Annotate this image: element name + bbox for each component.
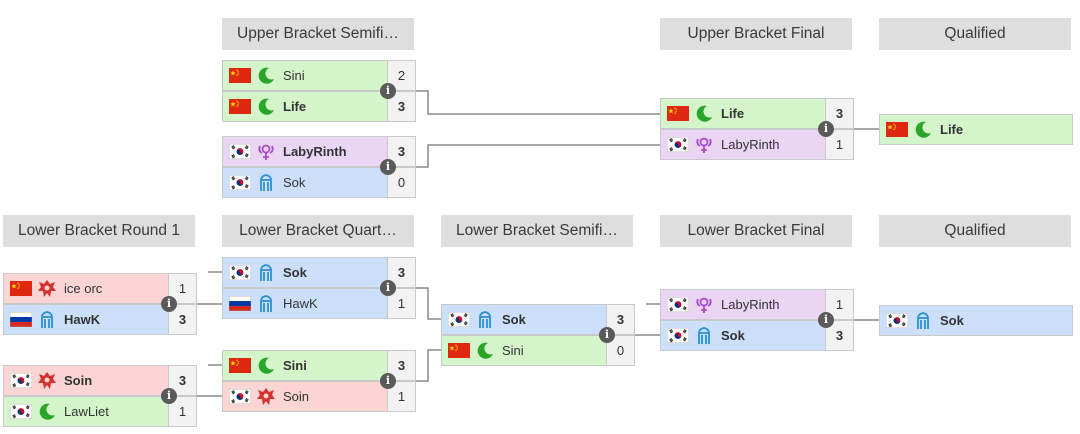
zerg-moon-icon (256, 66, 276, 86)
match-ub-final[interactable]: Life 3 LabyRinth 1 i (660, 98, 854, 161)
player-name: Sok (502, 312, 526, 327)
qualified-slot-upper[interactable]: Life (879, 114, 1073, 145)
protoss-icon (256, 294, 276, 314)
player-name: HawK (64, 312, 101, 327)
match-slot[interactable]: Sok 3 (222, 257, 416, 288)
player-name: Soin (283, 389, 310, 404)
player-name: LabyRinth (721, 137, 780, 152)
player-name: HawK (283, 296, 318, 311)
player-name: LabyRinth (283, 144, 347, 159)
player-name: LawLiet (64, 404, 109, 419)
zerg-moon-icon (475, 341, 495, 361)
match-info-icon[interactable]: i (380, 280, 396, 296)
player-name: Life (721, 106, 745, 121)
russia-flag-icon (229, 296, 251, 311)
player-name: Sok (940, 313, 964, 328)
header-lower-bracket-final: Lower Bracket Final (660, 215, 852, 247)
match-slot[interactable]: HawK 1 (222, 288, 416, 319)
match-lb-r1-1[interactable]: ice orc 1 HawK 3 i (3, 273, 197, 336)
zerg-claw-icon (37, 371, 57, 391)
match-lb-qf-2[interactable]: Sini 3 Soin 1 i (222, 350, 416, 413)
match-lb-qf-1[interactable]: Sok 3 HawK 1 i (222, 257, 416, 320)
korea-flag-icon (667, 297, 689, 312)
header-lower-bracket-quarterfinals: Lower Bracket Quart… (222, 215, 414, 247)
korea-flag-icon (10, 373, 32, 388)
korea-flag-icon (229, 389, 251, 404)
player-score: 3 (606, 304, 634, 335)
match-lb-final[interactable]: LabyRinth 1 Sok 3 i (660, 289, 854, 352)
player-name: Sini (283, 358, 307, 373)
china-flag-icon (229, 68, 251, 83)
header-qualified-upper: Qualified (879, 18, 1071, 50)
zerg-moon-icon (694, 104, 714, 124)
header-lower-bracket-round-1: Lower Bracket Round 1 (3, 215, 195, 247)
zerg-claw-icon (37, 279, 57, 299)
player-name: Soin (64, 373, 93, 388)
player-name: ice orc (64, 281, 103, 296)
match-info-icon[interactable]: i (380, 159, 396, 175)
protoss-icon (475, 310, 495, 330)
russia-flag-icon (10, 312, 32, 327)
player-score: 3 (825, 320, 853, 351)
terran-icon (694, 295, 714, 315)
china-flag-icon (448, 343, 470, 358)
terran-icon (256, 142, 276, 162)
player-score: 1 (168, 396, 196, 427)
header-upper-bracket-semifinals: Upper Bracket Semifi… (222, 18, 414, 50)
protoss-icon (913, 311, 933, 331)
header-qualified-lower: Qualified (879, 215, 1071, 247)
player-name: LabyRinth (721, 297, 780, 312)
player-name: Life (940, 122, 964, 137)
player-name: Life (283, 99, 307, 114)
zerg-moon-icon (256, 97, 276, 117)
korea-flag-icon (448, 312, 470, 327)
protoss-icon (37, 310, 57, 330)
china-flag-icon (10, 281, 32, 296)
korea-flag-icon (10, 404, 32, 419)
match-info-icon[interactable]: i (599, 327, 615, 343)
match-ub-semi-2[interactable]: LabyRinth 3 Sok 0 i (222, 136, 416, 199)
match-lb-r1-2[interactable]: Soin 3 LawLiet 1 i (3, 365, 197, 428)
player-score: 3 (387, 257, 415, 288)
china-flag-icon (229, 99, 251, 114)
match-lb-semi[interactable]: Sok 3 Sini 0 i (441, 304, 635, 367)
china-flag-icon (886, 122, 908, 137)
korea-flag-icon (229, 175, 251, 190)
korea-flag-icon (667, 137, 689, 152)
zerg-claw-icon (256, 387, 276, 407)
match-info-icon[interactable]: i (380, 83, 396, 99)
match-slot[interactable]: Sini 3 (222, 350, 416, 381)
player-name: Sok (283, 265, 307, 280)
korea-flag-icon (667, 328, 689, 343)
qualified-slot-lower[interactable]: Sok (879, 305, 1073, 336)
zerg-moon-icon (256, 356, 276, 376)
player-name: Sok (721, 328, 745, 343)
match-slot[interactable]: LabyRinth 3 (222, 136, 416, 167)
match-info-icon[interactable]: i (380, 373, 396, 389)
terran-icon (694, 135, 714, 155)
player-name: Sini (502, 343, 524, 358)
player-score: 3 (387, 350, 415, 381)
header-lower-bracket-semifinals: Lower Bracket Semifi… (441, 215, 633, 247)
korea-flag-icon (229, 265, 251, 280)
match-info-icon[interactable]: i (818, 312, 834, 328)
match-ub-semi-1[interactable]: Sini 2 Life 3 i (222, 60, 416, 123)
match-info-icon[interactable]: i (818, 121, 834, 137)
protoss-icon (256, 173, 276, 193)
match-info-icon[interactable]: i (161, 388, 177, 404)
match-slot[interactable]: LabyRinth 1 (660, 129, 854, 160)
match-info-icon[interactable]: i (161, 296, 177, 312)
zerg-moon-icon (37, 402, 57, 422)
player-name: Sok (283, 175, 306, 190)
player-name: Sini (283, 68, 305, 83)
header-upper-bracket-final: Upper Bracket Final (660, 18, 852, 50)
zerg-moon-icon (913, 120, 933, 140)
china-flag-icon (667, 106, 689, 121)
china-flag-icon (229, 358, 251, 373)
korea-flag-icon (886, 313, 908, 328)
korea-flag-icon (229, 144, 251, 159)
protoss-icon (256, 263, 276, 283)
protoss-icon (694, 326, 714, 346)
